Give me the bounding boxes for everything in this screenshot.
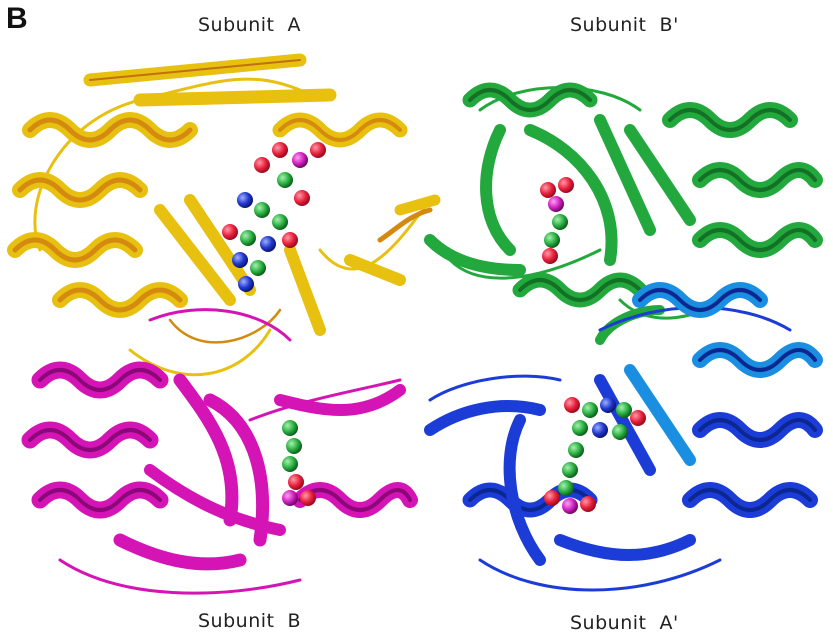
subunit-a-label: Subunit A [198, 14, 301, 36]
subunit-a-prime-ribbon [430, 290, 815, 590]
subunit-a-ribbon [15, 60, 435, 375]
subunit-b-label: Subunit B [198, 610, 301, 632]
ligand-subunit-b-prime [540, 177, 574, 264]
panel-letter: B [6, 2, 28, 36]
subunit-b-ribbon [30, 310, 410, 594]
subunit-a-prime-label: Subunit A' [570, 612, 679, 634]
subunit-b-prime-label: Subunit B' [570, 14, 679, 36]
